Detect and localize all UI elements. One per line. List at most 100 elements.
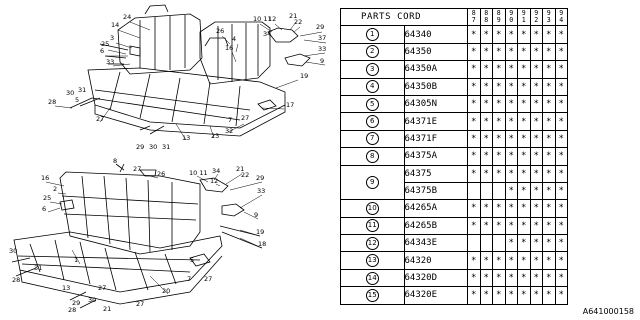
year-availability-mark: * — [529, 181, 543, 201]
year-availability-mark: * — [554, 42, 568, 62]
year-digit: 8 — [496, 9, 501, 18]
exploded-parts-diagram: 24 14 3 25 6 33 26 4 16 10 11 12 21 22 2… — [9, 4, 326, 314]
year-availability-mark: * — [554, 199, 568, 218]
part-code: 64350 — [403, 42, 468, 62]
item-number-circle: 9 — [365, 175, 379, 189]
year-availability-mark: * — [554, 286, 568, 305]
item-number-circle: 10 — [365, 201, 379, 215]
year-availability-mark: * — [504, 129, 518, 149]
part-code: 64350B — [403, 77, 468, 96]
table-row: 64375B***** — [341, 181, 568, 201]
callout-number: 34 — [212, 167, 220, 175]
year-availability-mark: * — [542, 147, 556, 166]
year-availability-mark: * — [554, 164, 568, 183]
callout-number: 24 — [123, 13, 131, 21]
year-digit: 0 — [509, 16, 514, 25]
year-digit: 9 — [509, 9, 514, 18]
upper-backrest-left — [117, 4, 203, 75]
year-availability-mark: * — [479, 199, 493, 218]
item-number-circle: 4 — [365, 80, 379, 94]
year-availability-mark: * — [492, 268, 506, 288]
year-availability-mark: * — [504, 286, 518, 305]
year-availability-mark: * — [554, 251, 568, 270]
year-availability-mark: * — [479, 251, 493, 270]
year-availability-mark: * — [517, 216, 531, 236]
item-number-cell: 9 — [340, 164, 405, 201]
year-digit: 3 — [546, 16, 551, 25]
part-code: 64305N — [403, 94, 468, 114]
callout-number: 33 — [318, 45, 326, 53]
item-number-circle: 13 — [365, 254, 379, 268]
year-availability-mark: * — [517, 234, 531, 253]
item-number-circle: 1 — [365, 28, 379, 42]
item-number-cell: 2 — [340, 42, 405, 62]
callout-number: 27 — [133, 165, 141, 173]
year-availability-mark — [479, 181, 493, 201]
year-availability-mark: * — [492, 94, 506, 114]
year-availability-mark: * — [529, 164, 543, 183]
year-availability-mark: * — [479, 60, 493, 79]
callout-number: 5 — [190, 256, 194, 264]
year-availability-mark: * — [479, 42, 493, 62]
callout-number: 7 — [228, 116, 232, 124]
year-availability-mark: * — [554, 94, 568, 114]
item-number-cell: 11 — [340, 216, 405, 236]
year-availability-mark: * — [504, 216, 518, 236]
year-availability-mark: * — [542, 25, 556, 44]
callout-number: 32 — [225, 127, 233, 135]
callout-number: 27 — [98, 284, 106, 292]
year-availability-mark: * — [554, 234, 568, 253]
year-availability-mark: * — [517, 251, 531, 270]
year-availability-mark: * — [542, 234, 556, 253]
callout-number: 27 — [204, 275, 212, 283]
callout-number: 7 — [187, 275, 191, 283]
year-availability-mark: * — [517, 181, 531, 201]
year-availability-mark: * — [467, 268, 481, 288]
year-availability-mark: * — [492, 129, 506, 149]
year-availability-mark: * — [479, 77, 493, 96]
year-availability-mark: * — [529, 216, 543, 236]
callout-number: 27 — [136, 300, 144, 308]
year-digit: 8 — [484, 16, 489, 25]
item-number-circle: 15 — [365, 288, 379, 302]
year-availability-mark: * — [517, 112, 531, 131]
callout-number: 23 — [211, 132, 219, 140]
callout-number: 10 11 — [189, 169, 208, 177]
item-number-cell: 7 — [340, 129, 405, 149]
seat-illustration: 24 14 3 25 6 33 26 4 16 10 11 12 21 22 2… — [9, 4, 326, 314]
year-availability-mark: * — [479, 268, 493, 288]
callout-number: 19 — [300, 72, 308, 80]
part-code: 64375A — [403, 147, 468, 166]
callout-number: 12 — [210, 177, 218, 185]
year-availability-mark: * — [479, 129, 493, 149]
part-code: 64265B — [403, 216, 468, 236]
year-availability-mark: * — [517, 268, 531, 288]
callout-number: 31 — [162, 143, 170, 151]
callout-number: 37 — [318, 34, 326, 42]
callout-number: 21 — [103, 305, 111, 313]
item-number-cell: 13 — [340, 251, 405, 270]
callout-number: 30 — [9, 247, 17, 255]
part-code: 64320D — [403, 268, 468, 288]
year-digit: 9 — [534, 9, 539, 18]
year-availability-mark: * — [542, 286, 556, 305]
year-availability-mark: * — [504, 77, 518, 96]
upper-backrest-right — [199, 21, 271, 85]
callout-number: 28 — [48, 98, 56, 106]
year-availability-mark: * — [542, 216, 556, 236]
year-digit: 9 — [559, 9, 564, 18]
callout-number: 5 — [75, 96, 79, 104]
year-availability-mark: * — [479, 112, 493, 131]
year-availability-mark: * — [542, 77, 556, 96]
year-availability-mark: * — [517, 25, 531, 44]
year-availability-mark: * — [504, 268, 518, 288]
year-availability-mark: * — [467, 94, 481, 114]
year-availability-mark: * — [529, 251, 543, 270]
callout-number: 26 — [216, 27, 224, 35]
